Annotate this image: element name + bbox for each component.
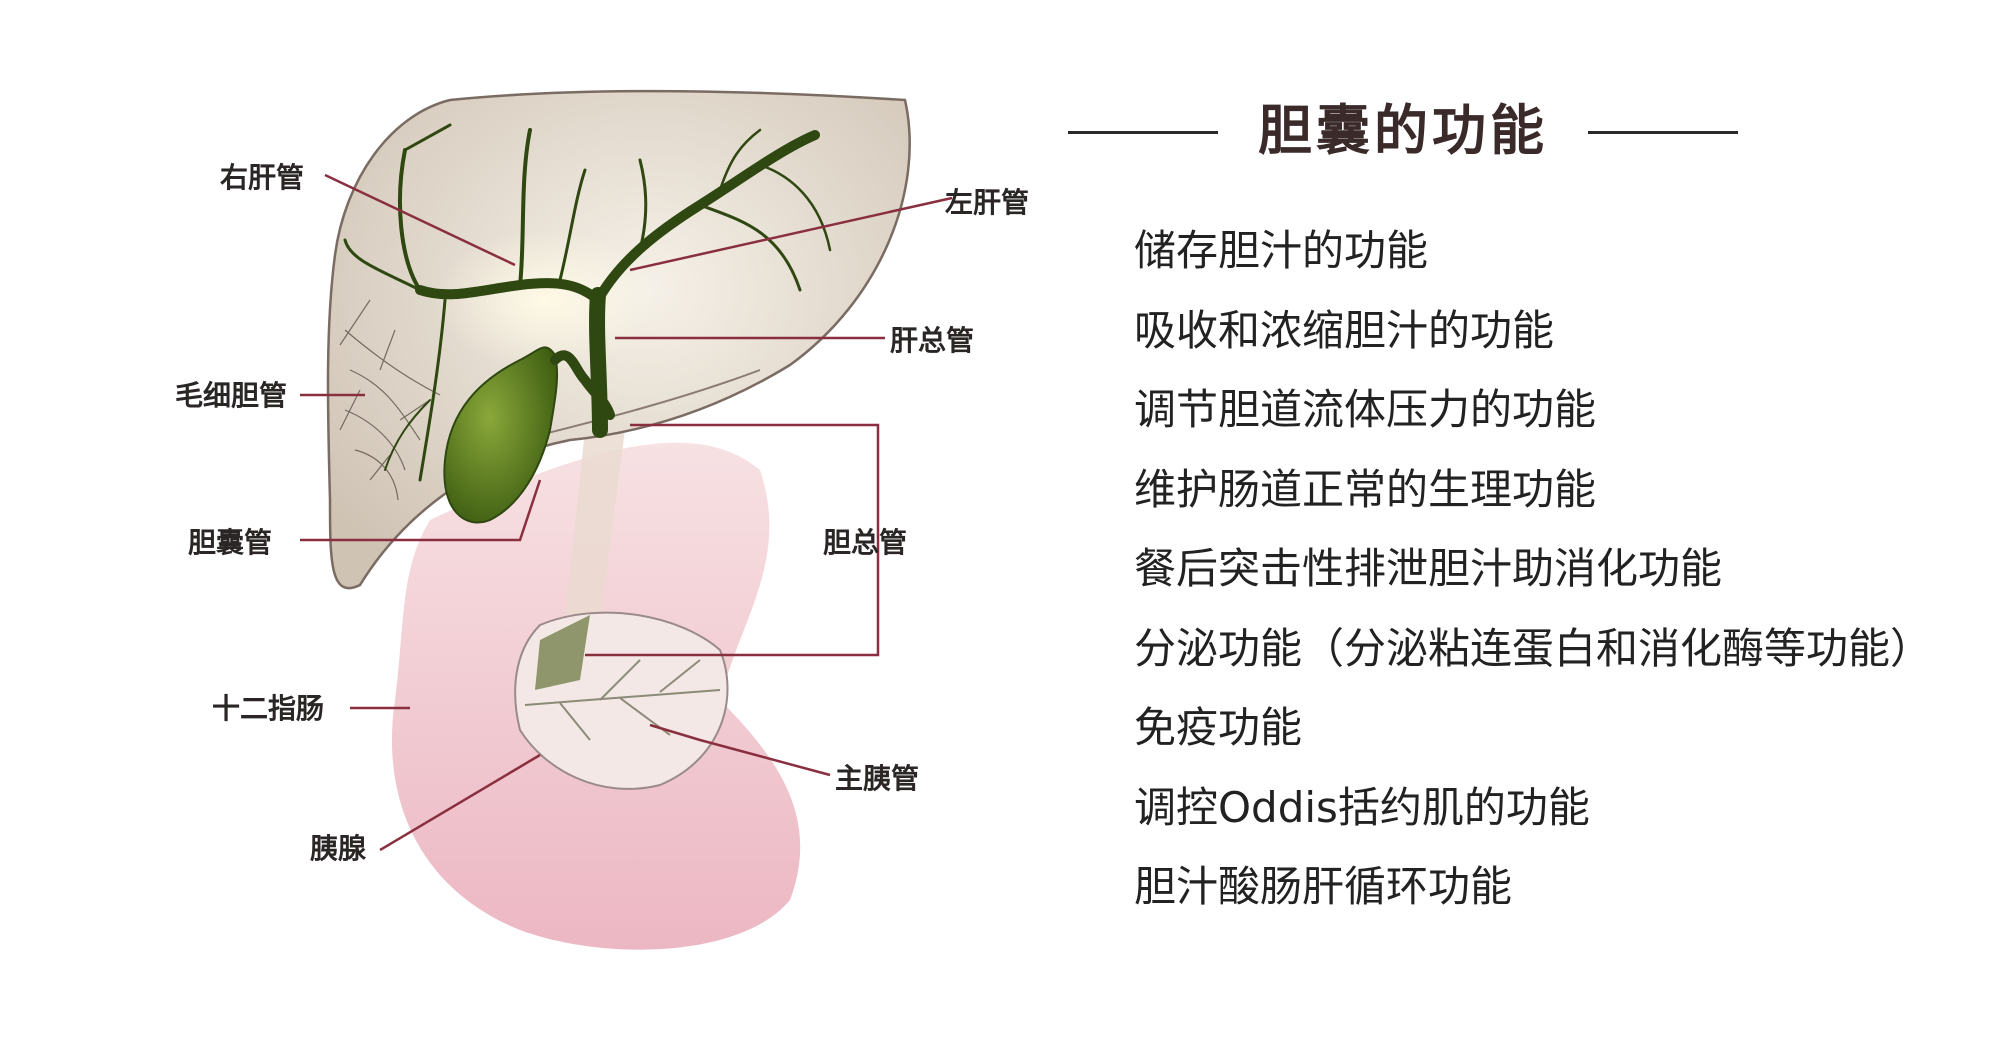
function-list: 储存胆汁的功能 吸收和浓缩胆汁的功能 调节胆道流体压力的功能 维护肠道正常的生理… (1134, 218, 1932, 934)
leader-lines (300, 173, 953, 852)
list-item: 胆汁酸肠肝循环功能 (1134, 862, 1513, 911)
list-item: 维护肠道正常的生理功能 (1134, 464, 1597, 514)
ampulla-shape (535, 615, 590, 690)
list-item: 调控Oddis括约肌的功能 (1134, 782, 1590, 832)
title-rule-right (1588, 131, 1738, 134)
list-item: 调节胆道流体压力的功能 (1134, 385, 1597, 434)
list-item: 餐后突击性排泄胆汁助消化功能 (1134, 544, 1723, 593)
label-left-hepatic-duct: 左肝管 (945, 186, 1029, 219)
common-bile-duct-shape (565, 430, 625, 620)
title-block: 胆囊的功能 (1068, 100, 1738, 160)
list-item: 储存胆汁的功能 (1134, 226, 1429, 275)
label-duodenum: 十二指肠 (212, 692, 324, 725)
label-cystic-duct: 胆囊管 (188, 526, 272, 559)
bile-capillary-network (339, 299, 441, 501)
list-item: 免疫功能 (1134, 703, 1303, 752)
bile-duct-tree (343, 123, 832, 482)
list-item: 吸收和浓缩胆汁的功能 (1134, 305, 1555, 355)
label-main-pancreatic-duct: 主胰管 (835, 762, 919, 795)
page-title: 胆囊的功能 (1258, 98, 1548, 162)
label-common-hepatic-duct: 肝总管 (890, 324, 974, 357)
title-rule-left (1068, 131, 1218, 134)
gallbladder-shape (443, 346, 559, 524)
label-pancreas: 胰腺 (310, 832, 367, 865)
label-common-bile-duct: 胆总管 (823, 526, 907, 559)
list-item: 分泌功能（分泌粘连蛋白和消化酶等功能） (1134, 623, 1933, 673)
cystic-duct-shape (550, 350, 615, 420)
label-right-hepatic-duct: 右肝管 (220, 161, 304, 194)
label-bile-capillaries: 毛细胆管 (175, 379, 287, 412)
